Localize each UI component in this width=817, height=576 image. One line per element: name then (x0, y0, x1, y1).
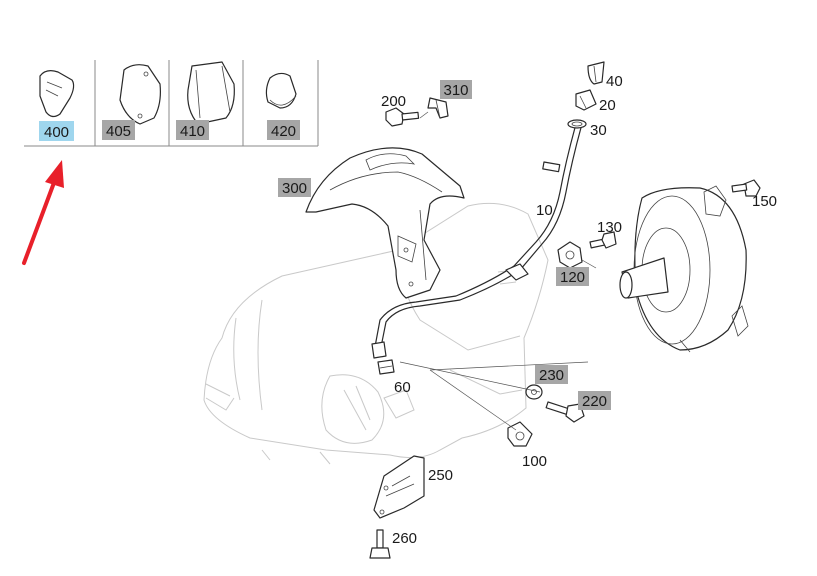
torque-converter[interactable] (619, 185, 749, 353)
bolt-150[interactable] (731, 179, 761, 197)
bracket-250[interactable] (373, 455, 425, 519)
callout-260[interactable]: 260 (392, 530, 417, 547)
thumb-400[interactable]: 400 (39, 70, 75, 141)
bolt-200[interactable] (385, 107, 420, 127)
transmission-housing-outline (203, 202, 549, 465)
callout-130[interactable]: 130 (597, 219, 622, 236)
bolt-100[interactable] (507, 421, 533, 447)
bolt-260[interactable] (369, 529, 391, 559)
callout-230[interactable]: 230 (539, 367, 564, 384)
washer-230[interactable] (525, 384, 543, 400)
o-ring-30[interactable] (567, 119, 587, 129)
thumb-410-label: 410 (180, 123, 205, 140)
cap-40[interactable] (587, 61, 605, 85)
grommet-120[interactable] (557, 241, 583, 269)
thumb-410[interactable]: 410 (176, 61, 235, 140)
callout-labels: 40 20 30 10 130 150 200 60 100 250 260 3… (278, 73, 777, 547)
callout-120[interactable]: 120 (560, 269, 585, 286)
bolt-130[interactable] (589, 231, 617, 249)
dipstick-tube-10[interactable] (371, 123, 583, 359)
red-pointer-arrow-icon (22, 160, 64, 265)
thumbnail-strip: 400 405 410 420 (24, 60, 319, 147)
thumb-405-label: 405 (106, 123, 131, 140)
callout-300[interactable]: 300 (282, 180, 307, 197)
callout-250[interactable]: 250 (428, 467, 453, 484)
callout-200[interactable]: 200 (381, 93, 406, 110)
callout-30[interactable]: 30 (590, 122, 607, 139)
callout-220[interactable]: 220 (582, 393, 607, 410)
cover-shield-300[interactable] (305, 147, 465, 299)
clip-310[interactable] (427, 97, 449, 119)
callout-310[interactable]: 310 (443, 82, 468, 99)
callout-100[interactable]: 100 (522, 453, 547, 470)
thumb-400-label: 400 (44, 124, 69, 141)
thumb-420-label: 420 (271, 123, 296, 140)
callout-20[interactable]: 20 (599, 97, 616, 114)
callout-40[interactable]: 40 (606, 73, 623, 90)
plug-20[interactable] (575, 89, 597, 111)
thumb-420[interactable]: 420 (265, 72, 300, 140)
callout-10[interactable]: 10 (536, 202, 553, 219)
thumb-405[interactable]: 405 (102, 64, 161, 140)
fitting-60[interactable] (377, 359, 395, 375)
callout-60[interactable]: 60 (394, 379, 411, 396)
leader-lines (399, 111, 597, 431)
callout-150[interactable]: 150 (752, 193, 777, 210)
